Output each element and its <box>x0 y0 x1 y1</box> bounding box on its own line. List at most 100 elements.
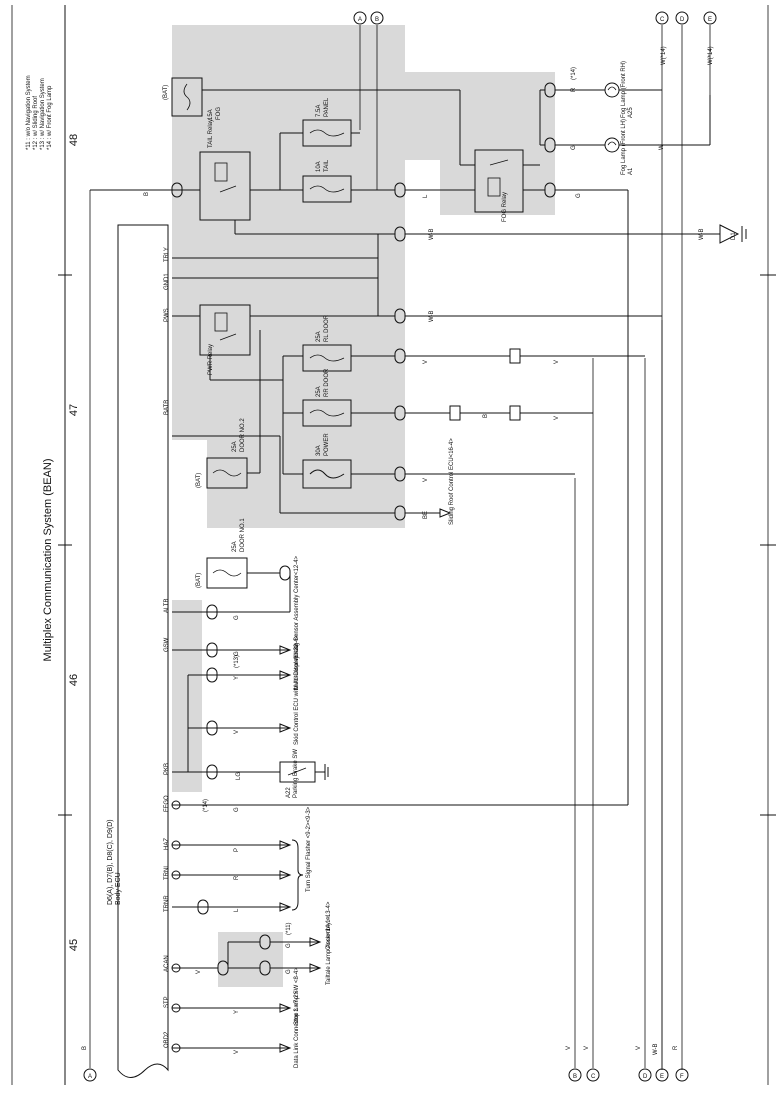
svg-text:D1: D1 <box>731 232 737 240</box>
svg-text:R: R <box>571 87 577 92</box>
svg-text:W: W <box>659 144 665 150</box>
section-48: 48 <box>68 134 80 146</box>
svg-text:7.5A: 7.5A <box>316 105 322 117</box>
note-11: *11 : w/o Navigation System <box>26 75 32 150</box>
svg-text:30A: 30A <box>316 445 322 456</box>
ecu-code: D6(A), D7(B), D8(C), D9(D) <box>107 819 114 905</box>
pin-pkb: PKB <box>164 763 170 775</box>
svg-text:LG: LG <box>236 772 242 780</box>
svg-text:(*14): (*14) <box>203 799 209 812</box>
page-section-numbers: 45 46 47 48 <box>68 134 80 951</box>
section-45: 45 <box>68 939 80 951</box>
svg-text:V: V <box>636 1046 642 1050</box>
pin-trnl: TRNL <box>164 864 170 880</box>
svg-text:V: V <box>566 1046 572 1050</box>
svg-text:Parking Brake SW: Parking Brake SW <box>293 749 299 798</box>
svg-text:DOOR NO.2: DOOR NO.2 <box>240 418 246 452</box>
ecu-pin-labels: TRLY GND1 PWS BATB ALTB GSW PKB FFGO HAZ… <box>164 247 170 1048</box>
section-46: 46 <box>68 674 80 686</box>
dest-airbag: Airbag Sensor Assembly Center<12-4> <box>294 555 300 660</box>
svg-text:(BAT): (BAT) <box>196 573 202 588</box>
svg-text:G: G <box>571 145 577 150</box>
svg-text:15A: 15A <box>208 109 214 120</box>
conn-top-d: D <box>680 17 685 23</box>
svg-text:Clock<14-1>: Clock<14-1> <box>326 915 332 950</box>
svg-text:V: V <box>554 416 560 420</box>
conn-top-e: E <box>708 17 712 23</box>
svg-text:V: V <box>196 970 202 974</box>
conn-bot-c: C <box>591 1074 596 1080</box>
svg-text:(*14): (*14) <box>571 67 577 80</box>
svg-text:TAIL Relay: TAIL Relay <box>208 119 214 148</box>
acan-wiring: Clock<14-1> Tailtale Lamp Assembly <13-4… <box>172 901 332 985</box>
pin-gsw: GSW <box>164 637 170 652</box>
conn-bot-f: F <box>680 1074 684 1080</box>
svg-text:(*11): (*11) <box>286 922 292 935</box>
wire-label-b: B <box>144 192 150 196</box>
svg-text:P: P <box>234 848 240 852</box>
turn-signal-wires: Turn Signal Flasher <9-2><9-3> P R L <box>172 806 312 912</box>
pin-obd2: OBD2 <box>164 1031 170 1048</box>
conn-bot-d: D <box>643 1074 648 1080</box>
junction-shading <box>172 25 555 987</box>
svg-text:(BAT): (BAT) <box>196 473 202 488</box>
conn-bot-b: B <box>573 1074 577 1080</box>
svg-text:FOG: FOG <box>216 107 222 120</box>
svg-text:BE: BE <box>423 511 429 519</box>
body-ecu: D6(A), D7(B), D8(C), D9(D) Body ECU <box>107 224 169 1078</box>
svg-text:V: V <box>423 478 429 482</box>
conn-top-c: C <box>660 17 665 23</box>
svg-text:Sliding Roof Control ECU<16-4>: Sliding Roof Control ECU<16-4> <box>449 438 455 525</box>
fog-lamp-front-rh: A25 Fog Lamp (Front RH) R (*14) <box>555 61 662 118</box>
note-13: *13 : w/ Navigation System <box>40 78 46 150</box>
svg-text:V: V <box>423 360 429 364</box>
pin-acan: ACAN <box>164 955 170 972</box>
pin-trnr: TRNR <box>164 895 170 912</box>
ground-d1: D1 W-B W-B W-B <box>405 224 747 322</box>
ecu-name: Body ECU <box>115 872 122 905</box>
pin-pws: PWS <box>164 308 170 322</box>
svg-text:B: B <box>483 414 489 418</box>
page-title: Multiplex Communication System (BEAN) <box>42 459 54 662</box>
fuse-25a-door-no1: (BAT) 25A DOOR NO.1 <box>196 518 248 589</box>
svg-text:B: B <box>82 1046 88 1050</box>
wire-label-w-14b: W(*14) <box>708 46 714 65</box>
parking-brake-switch: A22 Parking Brake SW LG <box>236 749 329 798</box>
svg-text:FOG Relay: FOG Relay <box>502 192 508 222</box>
svg-text:Y: Y <box>234 676 240 680</box>
svg-text:PWR Relay: PWR Relay <box>208 344 214 375</box>
svg-text:Y: Y <box>234 1010 240 1014</box>
svg-text:RR DOOR: RR DOOR <box>324 368 330 397</box>
pwr-relay: PWR Relay <box>199 304 251 375</box>
conn-top-a: A <box>358 17 362 23</box>
svg-text:A1: A1 <box>628 167 634 175</box>
svg-text:G: G <box>286 943 292 948</box>
svg-text:V: V <box>234 730 240 734</box>
pin-batb: BATB <box>164 400 170 415</box>
wire-label-w-14: W(*14) <box>661 46 667 65</box>
bottom-wire-labels: V V V W-B R B <box>82 1043 679 1055</box>
ecu-pin-circles <box>171 604 271 1053</box>
fuse-25a-rl-door: 25A RL DOOR <box>302 314 352 372</box>
pin-stp: STP <box>164 996 170 1008</box>
svg-text:V: V <box>234 1050 240 1054</box>
svg-text:POWER: POWER <box>324 433 330 456</box>
fuse-15a-fog: (BAT) 15A FOG <box>163 77 222 120</box>
conn-door-no1 <box>279 565 291 581</box>
frame-section-ticks <box>58 274 776 816</box>
svg-text:L: L <box>423 194 429 198</box>
conn-bot-e: E <box>660 1074 664 1080</box>
dest-skid-control: Skid Control ECU with Actuator<11-3> <box>294 643 300 745</box>
svg-text:Fog Lamp (Front RH): Fog Lamp (Front RH) <box>621 61 627 118</box>
svg-text:R: R <box>234 875 240 880</box>
svg-text:DOOR NO.1: DOOR NO.1 <box>240 518 246 552</box>
svg-text:R: R <box>673 1045 679 1050</box>
svg-text:Tailtale Lamp Assembly <13-4>: Tailtale Lamp Assembly <13-4> <box>326 901 332 985</box>
svg-text:(*13): (*13) <box>234 655 240 668</box>
svg-text:G: G <box>234 651 240 656</box>
svg-text:25A: 25A <box>232 541 238 552</box>
tail-relay: TAIL Relay <box>199 119 251 221</box>
note-14: *14 : w/ Front Fog Lamp <box>47 85 53 150</box>
bottom-connectors: A B C D E F <box>83 190 689 1082</box>
